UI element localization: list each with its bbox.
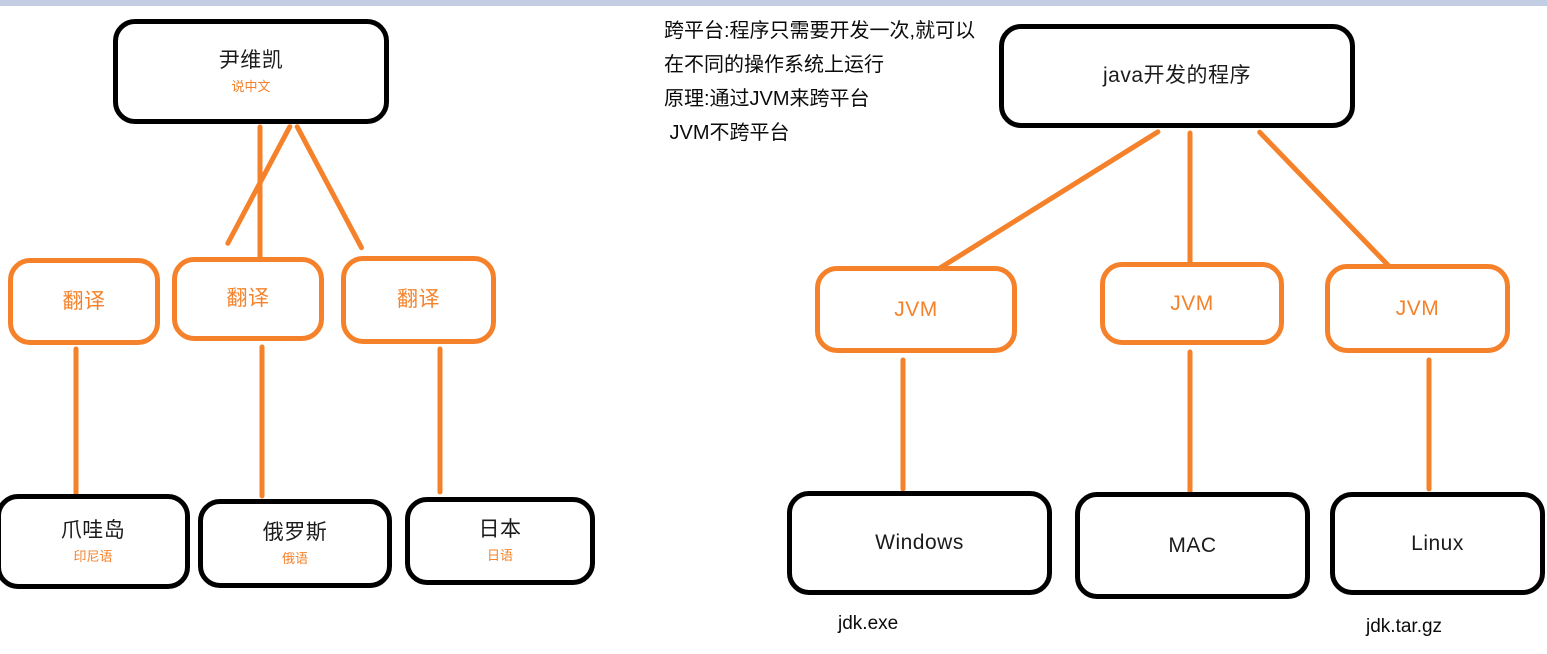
node-title: MAC [1168,533,1217,557]
connector-right-jvm-3-to-linux [1426,357,1432,492]
node-jvm-2[interactable]: JVM [1100,262,1284,345]
node-java-program[interactable]: java开发的程序 [999,24,1355,128]
caption-linux-jdk: jdk.tar.gz [1366,616,1443,637]
node-title: 翻译 [397,288,440,312]
note-line-3: 原理:通过JVM来跨平台 [664,88,870,110]
connector-left-translate-3-to-leaf-3 [437,346,443,495]
node-title: 爪哇岛 [60,518,126,542]
node-yin-wei-kai[interactable]: 尹维凯 说中文 [113,19,389,124]
connector-right-root-to-jvm-2 [1187,130,1193,269]
node-subtitle: 印尼语 [73,548,113,564]
top-strip [0,0,1547,6]
note-line-4: JVM不跨平台 [664,122,790,144]
connector-left-root-to-translate-2 [257,124,263,265]
node-title: JVM [894,297,938,321]
connector-right-jvm-1-to-windows [900,357,906,492]
node-title: 俄罗斯 [262,520,328,544]
node-translate-1[interactable]: 翻译 [8,258,160,345]
node-windows[interactable]: Windows [787,491,1052,595]
node-subtitle: 说中文 [231,78,271,94]
node-java-island[interactable]: 爪哇岛 印尼语 [0,494,190,589]
caption-windows-jdk: jdk.exe [838,613,899,634]
node-title: JVM [1395,296,1440,320]
connector-left-translate-2-to-leaf-2 [259,344,265,499]
node-subtitle: 俄语 [281,550,308,566]
connector-left-translate-1-to-leaf-1 [73,346,79,499]
node-mac[interactable]: MAC [1075,492,1310,599]
connector-right-root-to-jvm-3 [1256,128,1403,280]
connector-left-root-to-translate-3 [293,123,365,252]
node-title: 尹维凯 [218,48,284,72]
node-japan[interactable]: 日本 日语 [405,497,595,585]
node-title: JVM [1170,291,1214,315]
node-title: 日本 [478,518,522,542]
node-translate-2[interactable]: 翻译 [172,257,324,341]
node-jvm-3[interactable]: JVM [1325,264,1510,353]
node-title: Windows [875,531,964,555]
note-line-2: 在不同的操作系统上运行 [664,54,884,76]
node-title: 翻译 [226,287,270,311]
node-subtitle: 日语 [486,548,513,564]
node-title: java开发的程序 [1102,64,1252,88]
node-russia[interactable]: 俄罗斯 俄语 [198,499,392,588]
node-translate-3[interactable]: 翻译 [341,256,496,344]
note-line-1: 跨平台:程序只需要开发一次,就可以 [664,20,976,42]
node-linux[interactable]: Linux [1330,492,1545,595]
node-jvm-1[interactable]: JVM [815,266,1017,353]
node-title: 翻译 [62,289,106,313]
connector-right-jvm-2-to-mac [1187,349,1193,495]
node-title: Linux [1411,531,1464,555]
